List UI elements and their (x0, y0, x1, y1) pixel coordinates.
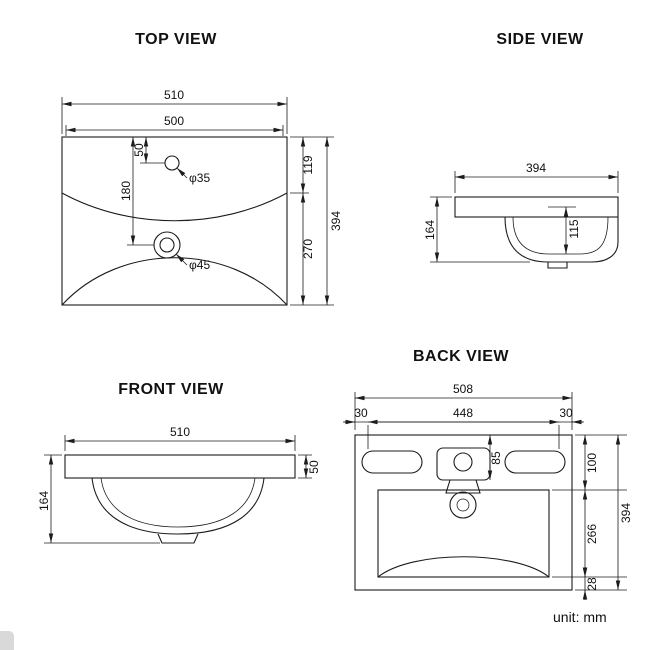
back-view-faucet-platform (436, 447, 491, 481)
back-label-508: 508 (453, 382, 473, 396)
back-label-30-left: 30 (354, 406, 368, 420)
top-label-394: 394 (329, 211, 343, 231)
watermark (0, 631, 14, 650)
top-label-50: 50 (132, 143, 146, 157)
back-label-30-right: 30 (559, 406, 573, 420)
top-label-119: 119 (301, 155, 315, 174)
side-view-title: SIDE VIEW (496, 31, 584, 48)
top-view-title: TOP VIEW (135, 31, 217, 48)
drain-hole-outer (153, 231, 181, 259)
side-view-rim (454, 196, 619, 218)
back-view-drain-bracket (445, 479, 481, 494)
back-label-266: 266 (585, 524, 599, 544)
faucet-leader (176, 167, 188, 179)
back-view-right-slot (504, 450, 566, 474)
front-view-title: FRONT VIEW (118, 381, 224, 398)
top-label-270: 270 (301, 239, 315, 259)
back-label-394: 394 (619, 503, 633, 523)
front-label-50: 50 (307, 460, 321, 474)
back-view-bowl-outline (377, 489, 550, 578)
side-label-164: 164 (423, 220, 437, 240)
front-view-bowl-inner (100, 477, 256, 528)
back-view-bowl-curve (377, 556, 550, 578)
side-view: SIDE VIEW 394 164 115 (423, 31, 619, 269)
back-label-448: 448 (453, 406, 473, 420)
top-label-drain-dia: φ45 (189, 258, 210, 272)
top-label-180: 180 (119, 181, 133, 201)
back-label-85: 85 (489, 451, 503, 465)
top-label-faucet-dia: φ35 (189, 171, 210, 185)
front-view-bowl-outer (91, 477, 265, 535)
back-view-drain-inner (456, 498, 470, 512)
back-view-faucet-hole (453, 452, 473, 472)
back-view: BACK VIEW 508 30 448 30 85 100 266 28 39… (343, 348, 633, 600)
side-view-bowl-outer (504, 216, 619, 263)
front-view-drain-stub (157, 533, 199, 544)
back-label-28: 28 (585, 577, 599, 591)
drain-hole-inner (159, 237, 175, 253)
back-view-drain-outer (449, 491, 477, 519)
top-view-outer-rim (61, 136, 288, 306)
back-view-title: BACK VIEW (413, 348, 509, 365)
faucet-hole (164, 155, 180, 171)
back-label-100: 100 (585, 453, 599, 473)
drain-leader (175, 253, 188, 266)
front-view: FRONT VIEW 510 164 50 (37, 381, 321, 544)
back-view-outline (354, 434, 573, 591)
front-view-rim (64, 454, 296, 479)
back-view-extension-lines (354, 392, 627, 591)
side-label-394: 394 (526, 161, 546, 175)
top-label-510: 510 (164, 88, 184, 102)
side-view-extension-lines (430, 171, 619, 263)
top-view: TOP VIEW 510 500 50 180 119 270 394 φ35 … (61, 31, 343, 306)
front-label-510: 510 (170, 425, 190, 439)
front-label-164: 164 (37, 491, 51, 511)
top-label-500: 500 (164, 114, 184, 128)
unit-note: unit: mm (553, 609, 607, 625)
top-view-basin-curves (61, 192, 288, 306)
back-view-left-slot (361, 450, 423, 474)
side-view-drain-stub (547, 262, 568, 269)
side-label-115: 115 (567, 219, 581, 238)
side-view-bowl-inner (512, 216, 609, 255)
